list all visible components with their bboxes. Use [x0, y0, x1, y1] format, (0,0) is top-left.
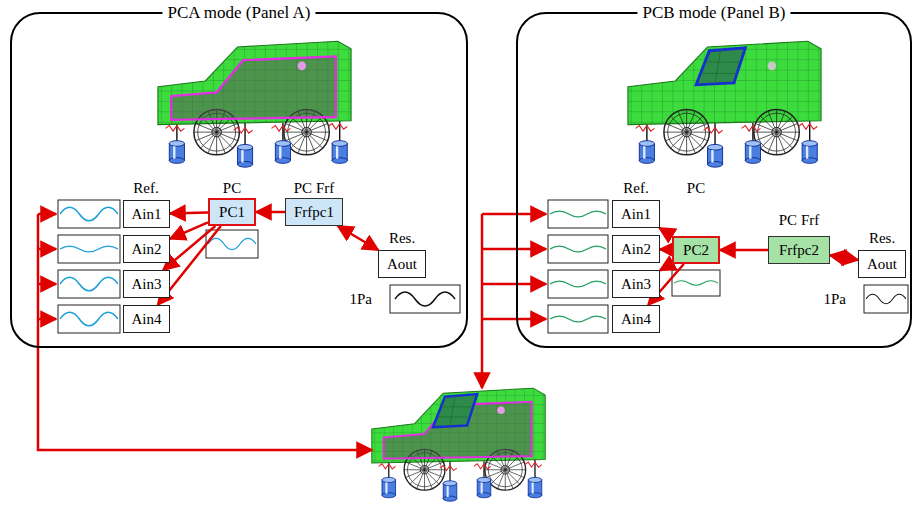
signal-arrow	[659, 228, 672, 236]
mode-panel: PCB mode (Panel B)Ain1Ain2Ain3Ain4PC2Frf…	[516, 12, 912, 348]
signal-box: Ain4	[612, 305, 660, 333]
panel-title: PCA mode (Panel A)	[162, 3, 315, 23]
column-label: PC	[223, 180, 241, 197]
column-label: Ref.	[133, 180, 158, 197]
box-label: Ain1	[132, 206, 162, 223]
signal-box: Frfpc1	[285, 198, 343, 226]
box-label: Frfpc2	[779, 242, 819, 259]
signal-box: Ain2	[612, 235, 660, 263]
box-label: Aout	[387, 256, 417, 273]
signal-arrow	[660, 248, 672, 251]
signal-box: Aout	[858, 250, 906, 278]
signal-box: Ain3	[612, 270, 660, 298]
signal-arrow	[660, 264, 672, 271]
column-label: PC Frf	[294, 180, 334, 197]
column-label: PC	[687, 180, 705, 197]
signal-box: Frfpc2	[768, 236, 830, 264]
signal-box: PC2	[672, 236, 720, 264]
column-label: 1Pa	[350, 291, 373, 308]
signal-arrow	[163, 226, 215, 270]
signal-box: Ain2	[123, 235, 170, 263]
column-label: 1Pa	[824, 291, 847, 308]
box-label: Ain4	[621, 311, 651, 328]
box-label: PC1	[219, 204, 245, 221]
signal-arrow	[720, 249, 768, 252]
signal-box: Ain1	[123, 200, 170, 228]
box-label: Aout	[867, 256, 897, 273]
signal-arrow	[338, 226, 379, 250]
box-label: Ain2	[621, 241, 651, 258]
column-label: Ref.	[623, 180, 648, 197]
signal-box: Ain3	[123, 270, 170, 298]
column-label: PC Frf	[779, 212, 819, 229]
signal-box: Ain4	[123, 305, 170, 333]
panel-title: PCB mode (Panel B)	[637, 3, 790, 23]
box-label: Ain2	[132, 241, 162, 258]
column-label: Res.	[389, 230, 415, 247]
column-label: Res.	[869, 230, 895, 247]
signal-box: Ain1	[612, 200, 660, 228]
box-label: Frfpc1	[294, 204, 334, 221]
box-label: Ain1	[621, 206, 651, 223]
box-label: Ain3	[132, 276, 162, 293]
signal-arrow	[170, 211, 208, 214]
box-label: Ain4	[132, 311, 162, 328]
signal-arrow	[830, 255, 858, 260]
signal-arrow	[256, 211, 285, 214]
signal-box: Aout	[378, 250, 426, 278]
signal-box: PC1	[208, 198, 256, 226]
box-label: Ain3	[621, 276, 651, 293]
box-label: PC2	[683, 242, 709, 259]
